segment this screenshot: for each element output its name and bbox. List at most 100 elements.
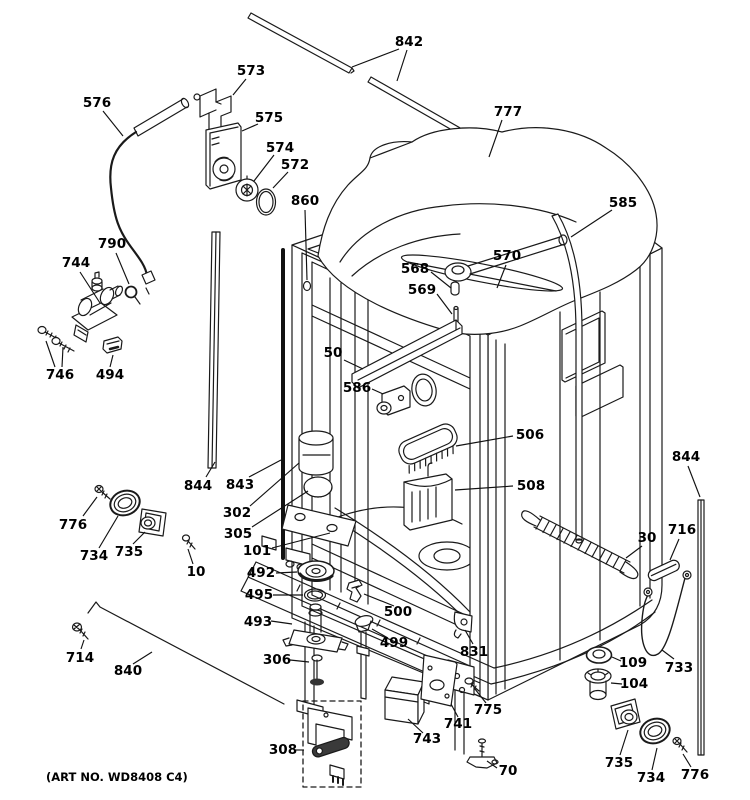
leader-line-575 [241, 123, 259, 132]
part-number-570: 570 [493, 248, 521, 264]
part-number-494: 494 [96, 367, 124, 383]
leader-line-101 [271, 532, 331, 549]
bushing-735-right [610, 698, 641, 730]
o-ring-572 [255, 188, 277, 216]
callout-586: 586 [343, 380, 384, 396]
part-number-734-right: 734 [637, 770, 665, 786]
spray-arm-570 [400, 234, 568, 292]
part-number-569: 569 [408, 282, 436, 298]
part-number-109: 109 [619, 655, 647, 671]
callout-776-right: 776 [681, 753, 709, 783]
basket-508 [403, 462, 453, 531]
callout-494: 494 [96, 354, 124, 383]
callout-306: 306 [263, 652, 310, 668]
vent-body-575 [205, 122, 242, 190]
callout-775: 775 [474, 688, 502, 718]
callout-302: 302 [223, 462, 300, 521]
leader-line-734-left [98, 515, 119, 549]
part-number-10: 10 [187, 564, 206, 580]
callout-506: 506 [455, 427, 544, 447]
callout-777: 777 [488, 104, 522, 158]
part-number-843: 843 [226, 477, 254, 493]
screw-776-right [672, 736, 688, 753]
valve-screws-746 [37, 325, 75, 353]
callout-70: 70 [486, 760, 518, 779]
leader-line-735-left [132, 531, 146, 545]
part-number-575: 575 [255, 110, 283, 126]
callout-500: 500 [363, 593, 412, 620]
callout-568: 568 [401, 261, 452, 289]
junction-box-743 [384, 676, 430, 725]
part-number-860: 860 [291, 193, 319, 209]
part-number-101: 101 [243, 543, 271, 559]
part-number-306: 306 [263, 652, 291, 668]
callout-575: 575 [241, 110, 283, 132]
part-number-70: 70 [499, 763, 518, 779]
art-number: (ART NO. WD8408 C4) [46, 770, 188, 784]
part-number-573: 573 [237, 63, 265, 79]
seal-ring-734-left [109, 489, 141, 517]
part-number-741: 741 [444, 716, 472, 732]
leader-line-744 [79, 271, 101, 304]
spray-tower-493 [282, 603, 349, 653]
callout-840: 840 [114, 651, 153, 679]
leader-line-714 [80, 639, 85, 650]
terminal-clip-494 [102, 336, 123, 354]
leader-line-777 [488, 119, 503, 158]
part-number-568: 568 [401, 261, 429, 277]
leader-line-109 [611, 656, 622, 662]
part-number-508: 508 [517, 478, 545, 494]
callout-30: 30 [625, 530, 656, 559]
callout-305: 305 [224, 490, 309, 542]
clip-500 [346, 579, 363, 603]
leader-line-568 [430, 271, 452, 289]
callout-50: 50 [324, 345, 364, 370]
part-number-744: 744 [62, 255, 90, 271]
callout-741: 741 [444, 703, 472, 732]
pump-tower-302 [298, 430, 334, 476]
vent-bracket-573 [193, 88, 232, 132]
part-number-50: 50 [324, 345, 343, 361]
slide-rail-50 [351, 319, 463, 389]
door-spring-30 [521, 510, 639, 580]
callout-844-left: 844 [184, 461, 216, 494]
leader-line-499 [371, 628, 389, 639]
leader-line-572 [272, 171, 289, 189]
leader-line-844-left [205, 461, 216, 478]
leader-line-775 [474, 688, 487, 704]
leader-line-576 [102, 110, 124, 137]
part-number-777: 777 [494, 104, 522, 120]
leader-line-733 [661, 649, 675, 660]
part-number-790: 790 [98, 236, 126, 252]
leader-line-569 [436, 293, 453, 315]
callout-104: 104 [610, 676, 648, 692]
part-number-302: 302 [223, 505, 251, 521]
part-number-734-left: 734 [80, 548, 108, 564]
part-number-572: 572 [281, 157, 309, 173]
leader-line-741 [450, 703, 459, 718]
callout-735-right: 735 [605, 729, 633, 771]
leader-line-30 [625, 545, 643, 559]
fill-conduit-585 [551, 213, 583, 544]
leader-line-843 [248, 459, 282, 478]
leader-line-842 [396, 49, 408, 82]
part-number-716: 716 [668, 522, 696, 538]
leader-line-831 [464, 629, 474, 645]
callout-499: 499 [371, 628, 408, 651]
grommet-104 [584, 668, 612, 701]
leader-line-574 [253, 154, 275, 182]
callout-843: 843 [226, 459, 282, 493]
callout-573: 573 [232, 63, 265, 96]
callout-585: 585 [570, 195, 637, 238]
heater-bracket-506 [398, 423, 458, 474]
callout-508: 508 [454, 478, 545, 494]
leader-line-508 [454, 485, 514, 491]
callout-574: 574 [253, 140, 294, 182]
fill-funnel-499 [354, 615, 374, 700]
leader-line-302 [249, 462, 300, 507]
part-number-104: 104 [620, 676, 648, 692]
fill-tube-576 [109, 97, 190, 295]
part-number-495: 495 [245, 587, 273, 603]
washer-109 [585, 646, 613, 664]
